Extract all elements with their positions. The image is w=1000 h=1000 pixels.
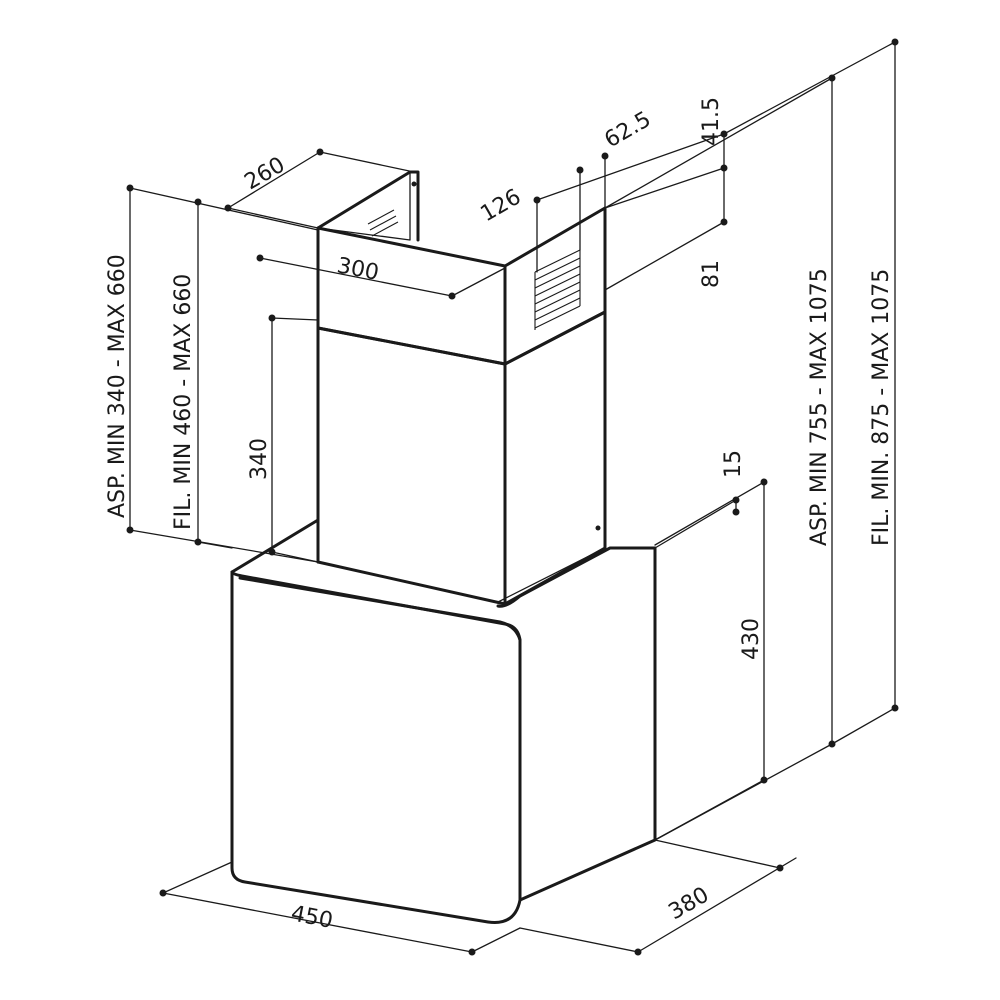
dim-line-380 — [519, 839, 797, 953]
label-81: 81 — [699, 260, 724, 288]
dim-line-300 — [259, 257, 506, 297]
lower-box-front-top-edge — [238, 576, 522, 642]
dim-line-fil-chimney — [197, 201, 233, 549]
chimney-upper-front — [316, 226, 507, 366]
chimney-screw — [595, 525, 601, 531]
lower-box-right-face — [496, 546, 657, 902]
dim-line-430 — [654, 481, 765, 841]
label-380: 380 — [665, 883, 714, 926]
dim-line-260 — [227, 151, 415, 229]
dim-line-asp-total — [604, 77, 833, 841]
dim-line-450 — [162, 861, 521, 953]
lower-box-top-rim — [230, 518, 320, 574]
dim-line-81 — [604, 133, 725, 291]
chimney-lower-front — [316, 326, 507, 606]
label-15: 15 — [721, 450, 746, 478]
hood-lower-box — [230, 518, 657, 925]
label-41-5: 41.5 — [699, 97, 724, 146]
label-340: 340 — [247, 438, 272, 480]
chimney-side-vent — [534, 249, 581, 330]
dimension-lines — [126, 38, 899, 956]
label-300: 300 — [335, 253, 381, 286]
label-126: 126 — [477, 185, 526, 228]
label-fil-chimney: FIL. MIN 460 - MAX 660 — [171, 274, 196, 530]
chimney-upper-back-edge — [317, 171, 411, 241]
lower-box-front-face — [230, 570, 522, 925]
label-62-5: 62.5 — [601, 107, 656, 153]
label-430: 430 — [739, 618, 764, 660]
dim-line-15 — [654, 499, 737, 549]
dim-lines-outlet — [536, 133, 725, 273]
dim-line-fil-total — [723, 41, 896, 745]
label-fil-total: FIL. MIN. 875 - MAX 1075 — [869, 269, 894, 546]
label-260: 260 — [241, 153, 290, 196]
chimney-top-screw — [411, 181, 417, 187]
dim-line-asp-chimney — [129, 187, 319, 563]
chimney-top-vent — [367, 209, 399, 237]
dimension-labels: 450 380 430 15 340 ASP. MIN 340 - MAX 66… — [105, 97, 894, 934]
label-450: 450 — [289, 901, 335, 934]
label-asp-total: ASP. MIN 755 - MAX 1075 — [807, 268, 832, 546]
label-asp-chimney: ASP. MIN 340 - MAX 660 — [105, 254, 130, 518]
chimney-upper-side — [503, 206, 607, 366]
chimney-upper — [316, 170, 607, 366]
